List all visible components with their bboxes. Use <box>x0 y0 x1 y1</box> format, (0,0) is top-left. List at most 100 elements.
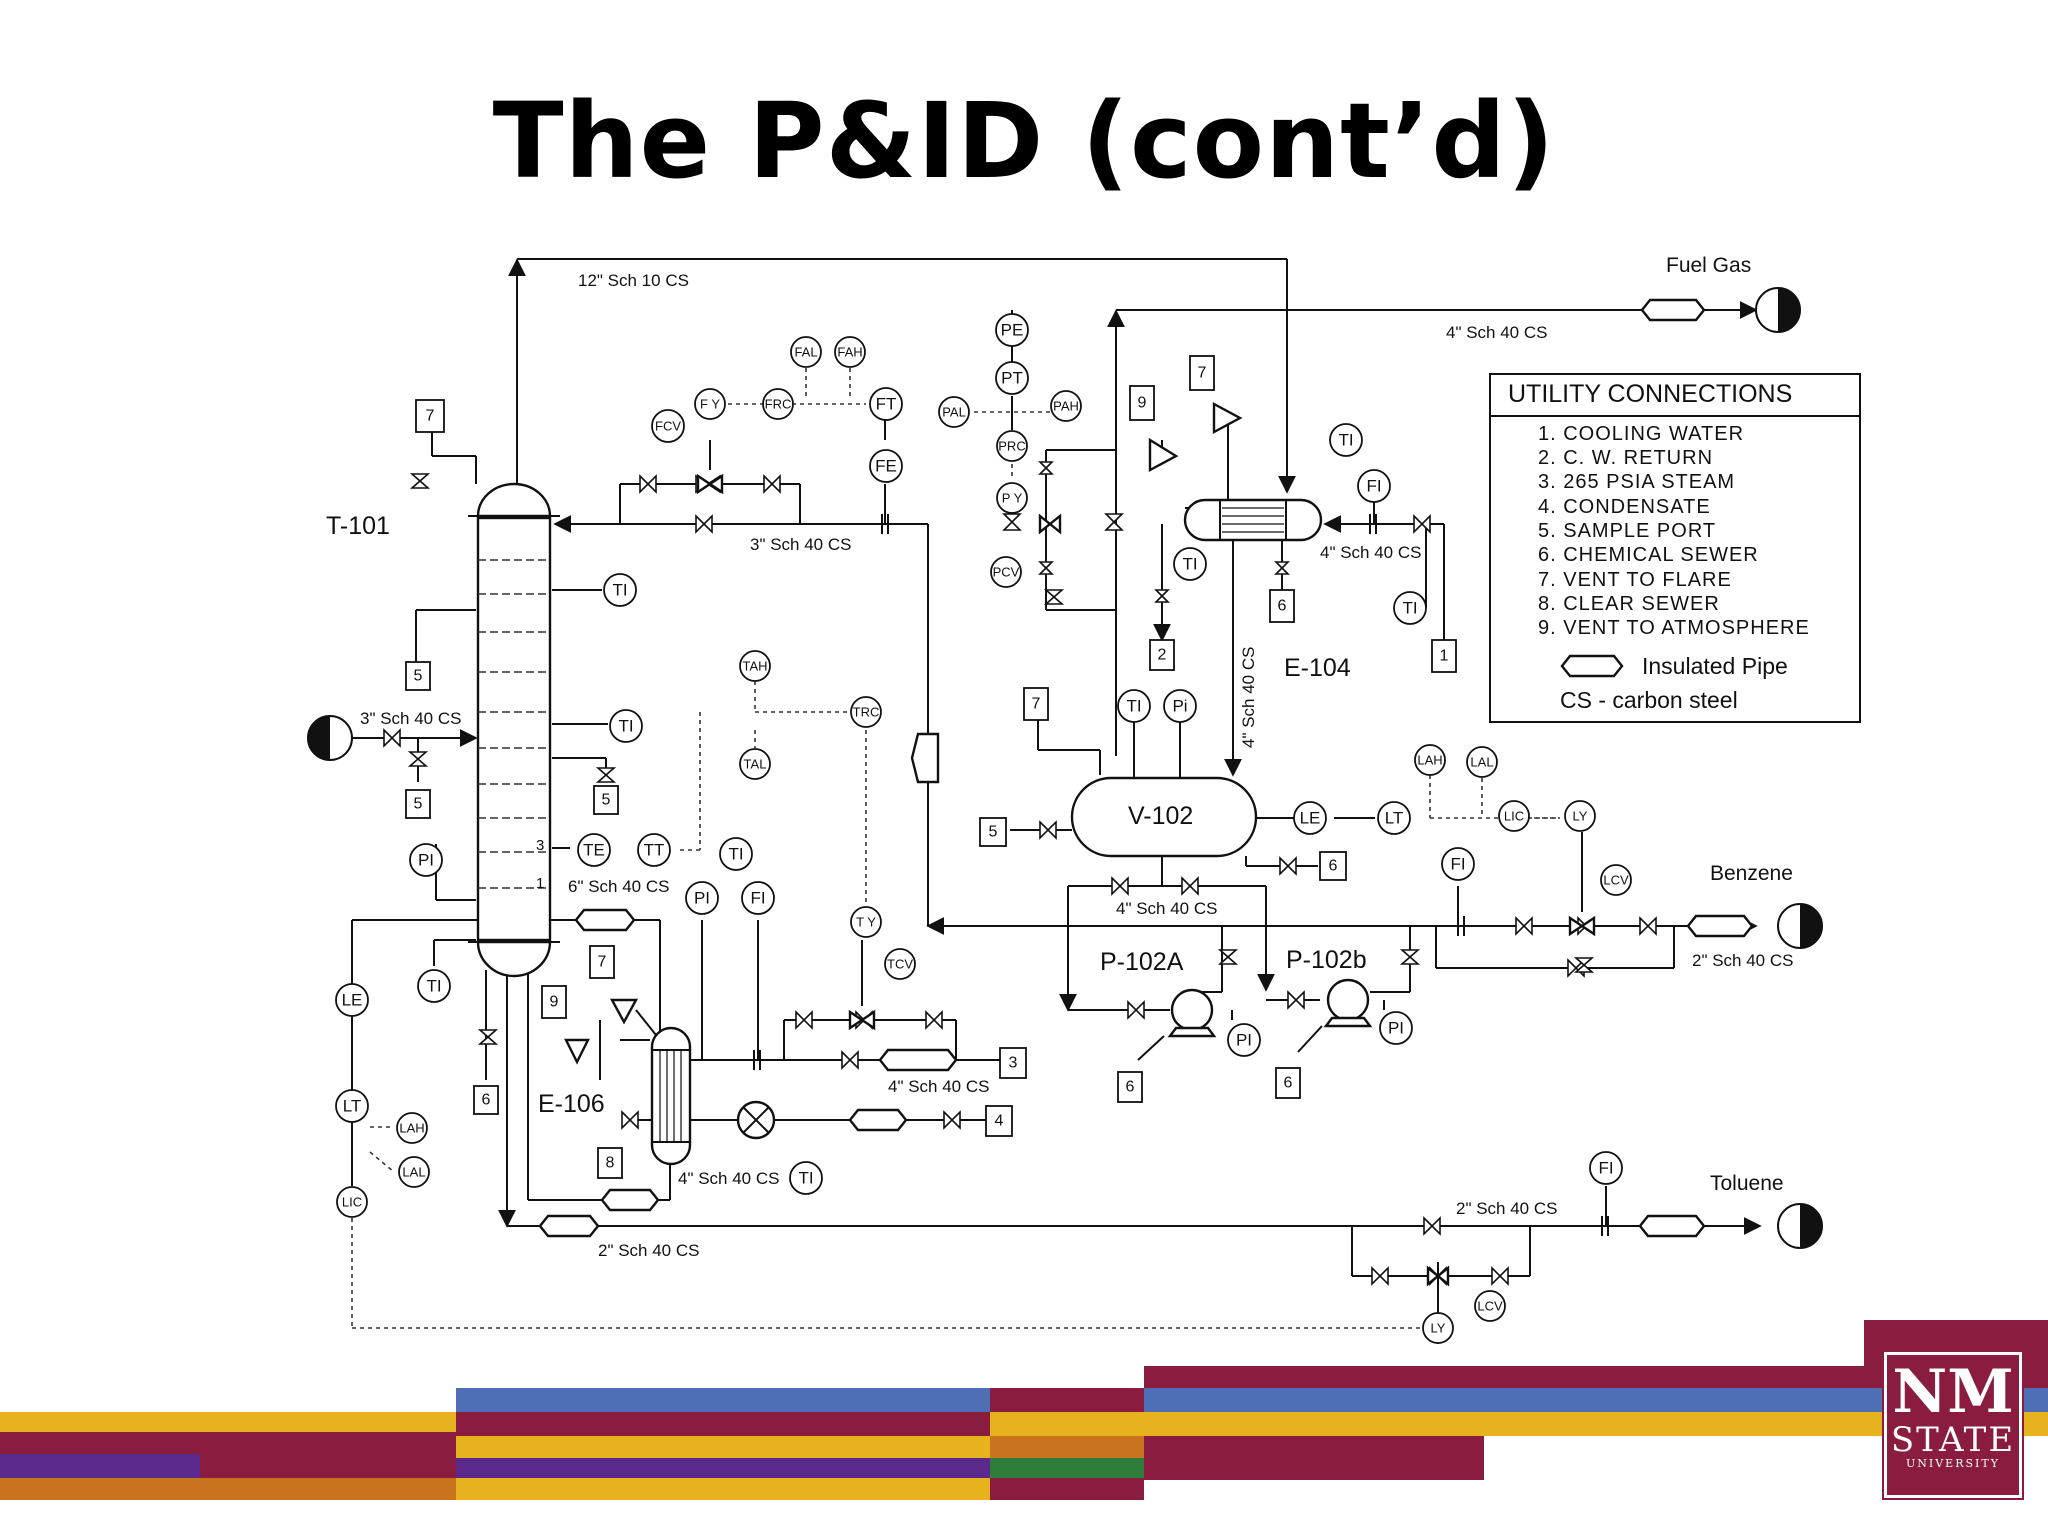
slide-title: The P&ID (cont’d) <box>492 80 1556 202</box>
pi-tag: Pi <box>1172 697 1187 716</box>
utility-box-6: 6 <box>1329 858 1338 875</box>
stream-labels: Fuel Gas Benzene Toluene <box>1666 254 1793 1195</box>
pipe-spec-pump-suction: 4" Sch 40 CS <box>1116 899 1217 918</box>
pipe-spec-reflux: 3" Sch 40 CS <box>750 535 851 554</box>
utility-box-3: 3 <box>1009 1055 1018 1072</box>
fy-tag: F Y <box>700 397 720 412</box>
pi-tag: PI <box>694 889 710 908</box>
label-t101: T-101 <box>326 512 390 540</box>
utility-box-7: 7 <box>1032 696 1041 713</box>
utility-box-4: 4 <box>995 1113 1004 1130</box>
lah-tag: LAH <box>399 1121 424 1136</box>
pipe-spec-bottoms-out: 2" Sch 40 CS <box>598 1241 699 1260</box>
utility-box-7: 7 <box>598 954 607 971</box>
insulated-pipe-legend-icon <box>1560 654 1624 678</box>
ti-tag: TI <box>426 977 441 996</box>
pipe-spec-fuel-gas: 4" Sch 40 CS <box>1446 323 1547 342</box>
equipment-labels: T-101 V-102 E-104 E-106 P-102A P-102b <box>326 512 1367 1118</box>
instrument-bubbles[interactable]: TI TI PI TI TE TT TI PI FI TI FAL FAH F … <box>335 313 1632 1344</box>
pipe-spec-condensate-drop: 4" Sch 40 CS <box>1239 647 1258 748</box>
utility-box-5: 5 <box>414 796 423 813</box>
tray-labels: 3 1 <box>536 837 544 892</box>
utility-box-6: 6 <box>1284 1075 1293 1092</box>
exchanger-e106[interactable] <box>650 1026 692 1166</box>
fal-tag: FAL <box>794 345 817 360</box>
te-tag: TE <box>583 841 605 860</box>
pi-tag: PI <box>1388 1019 1404 1038</box>
exchanger-e104[interactable] <box>1183 498 1323 542</box>
pipe-spec-overhead: 12" Sch 10 CS <box>578 271 689 290</box>
legend-item: 2. C. W. RETURN <box>1538 447 1713 469</box>
le-tag: LE <box>342 991 363 1010</box>
footer-bands <box>0 1320 2048 1500</box>
steam-trap-symbol <box>736 1100 776 1140</box>
label-fuel-gas: Fuel Gas <box>1666 254 1751 277</box>
utility-box-7: 7 <box>1198 365 1207 382</box>
label-benzene: Benzene <box>1710 862 1793 885</box>
utility-box-5: 5 <box>989 824 998 841</box>
py-tag: P Y <box>1002 491 1023 506</box>
insulated-pipe-symbols <box>538 298 1754 1238</box>
ft-tag: FT <box>876 395 897 414</box>
pe-tag: PE <box>1001 321 1024 340</box>
tcv-tag: TCV <box>887 957 913 972</box>
utility-box-5: 5 <box>602 792 611 809</box>
ly-tag: LY <box>1431 1321 1446 1336</box>
lt-tag: LT <box>1385 809 1404 828</box>
lic-tag: LIC <box>342 1195 362 1210</box>
tt-tag: TT <box>644 841 665 860</box>
logo-line2: STATE <box>1890 1420 2016 1460</box>
legend-item: 9. VENT TO ATMOSPHERE <box>1538 617 1810 639</box>
pipe-spec-cw: 4" Sch 40 CS <box>1320 543 1421 562</box>
utility-box-7: 7 <box>426 408 435 425</box>
relief-valves <box>564 401 1243 1065</box>
vessel-v102[interactable] <box>1070 776 1258 858</box>
legend-item: 3. 265 PSIA STEAM <box>1538 471 1735 493</box>
ti-tag: TI <box>618 717 633 736</box>
lcv-tag: LCV <box>1603 873 1629 888</box>
ti-tag: TI <box>1402 599 1417 618</box>
utility-box-8: 8 <box>606 1155 615 1172</box>
trc-tag: TRC <box>853 705 880 720</box>
pipe-spec-labels: 12" Sch 10 CS 4" Sch 40 CS 3" Sch 40 CS … <box>360 271 1793 1260</box>
pipe-spec-feed: 3" Sch 40 CS <box>360 709 461 728</box>
ty-tag: T Y <box>856 915 876 930</box>
pipe-spec-benzene: 2" Sch 40 CS <box>1692 951 1793 970</box>
pump-p102b[interactable] <box>1323 978 1373 1028</box>
legend-item: 6. CHEMICAL SEWER <box>1538 544 1759 566</box>
utility-box-1: 1 <box>1440 648 1449 665</box>
pcv-tag: PCV <box>993 565 1020 580</box>
utility-box-6: 6 <box>1126 1079 1135 1096</box>
utility-boxes[interactable]: 7 5 5 5 6 7 9 8 3 4 7 5 6 6 6 9 7 2 6 1 <box>405 355 1457 1179</box>
pah-tag: PAH <box>1053 399 1079 414</box>
lic-tag: LIC <box>1504 809 1524 824</box>
frc-tag: FRC <box>765 397 792 412</box>
ti-tag: TI <box>728 845 743 864</box>
logo-line1: NM <box>1892 1357 2014 1427</box>
fe-tag: FE <box>875 457 897 476</box>
legend-cs-note: CS - carbon steel <box>1560 687 1738 713</box>
fi-tag: FI <box>1598 1159 1613 1178</box>
fcv-tag: FCV <box>655 419 681 434</box>
ly-tag: LY <box>1573 809 1588 824</box>
legend-item: 4. CONDENSATE <box>1538 496 1711 518</box>
terminators <box>307 287 1823 1249</box>
pump-p102a[interactable] <box>1167 988 1217 1038</box>
legend-item: 8. CLEAR SEWER <box>1538 593 1720 615</box>
utility-box-9: 9 <box>550 994 559 1011</box>
pi-tag: PI <box>418 851 434 870</box>
pipe-spec-toluene: 2" Sch 40 CS <box>1456 1199 1557 1218</box>
tal-tag: TAL <box>744 757 767 772</box>
utility-box-6: 6 <box>482 1092 491 1109</box>
label-v102: V-102 <box>1128 802 1193 830</box>
pal-tag: PAL <box>942 405 966 420</box>
ti-tag: TI <box>612 581 627 600</box>
utility-box-2: 2 <box>1158 647 1167 664</box>
lal-tag: LAL <box>1470 755 1493 770</box>
logo-line3: UNIVERSITY <box>1906 1457 2000 1470</box>
lcv-tag: LCV <box>1477 1299 1503 1314</box>
tray-1: 1 <box>536 875 544 892</box>
column-t101[interactable] <box>468 482 560 978</box>
pi-tag: PI <box>1236 1031 1252 1050</box>
utility-box-6: 6 <box>1278 598 1287 615</box>
